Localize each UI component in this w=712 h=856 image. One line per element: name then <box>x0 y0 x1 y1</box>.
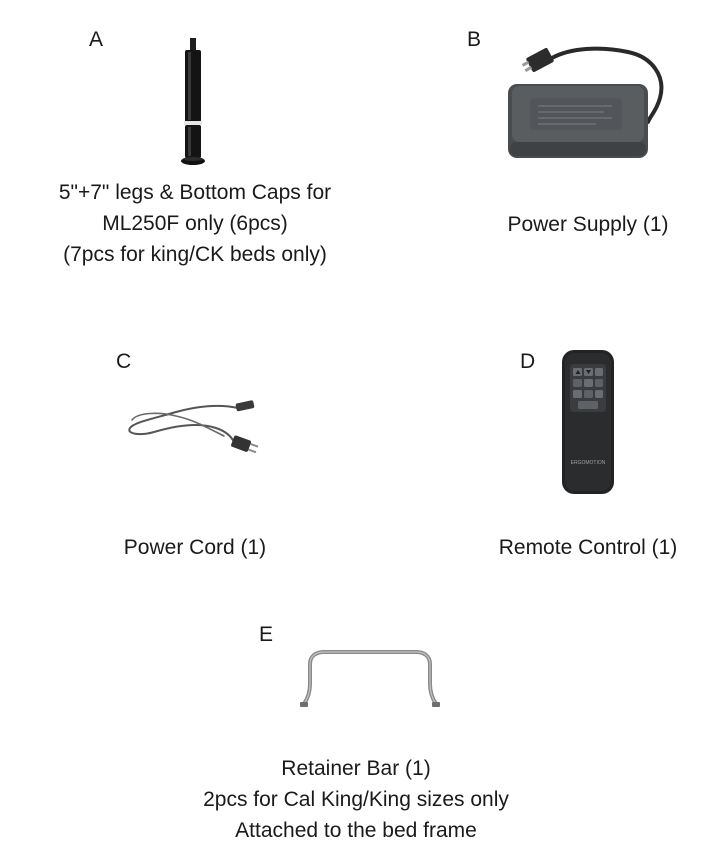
caption-line: ML250F only (6pcs) <box>102 212 288 235</box>
caption-line: Attached to the bed frame <box>235 819 477 842</box>
caption-line: Power Cord (1) <box>123 536 267 559</box>
part-caption-b: Power Supply (1) <box>430 209 712 240</box>
caption-line: 2pcs for Cal King/King sizes only <box>203 788 509 811</box>
part-letter-d: D <box>520 350 536 373</box>
remote-brand-text: ERGOMOTION <box>571 460 606 466</box>
power-supply-icon <box>508 46 664 158</box>
caption-line: (7pcs for king/CK beds only) <box>63 243 327 266</box>
part-caption-e: Retainer Bar (1) 2pcs for Cal King/King … <box>176 753 536 846</box>
power-cord-icon <box>128 400 259 454</box>
remote-control-icon: ERGOMOTION <box>562 350 614 494</box>
retainer-bar-icon <box>300 650 440 707</box>
caption-line: Retainer Bar (1) <box>281 757 431 780</box>
caption-line: 5"+7" legs & Bottom Caps for <box>58 181 332 204</box>
part-letter-c: C <box>116 350 132 373</box>
part-caption-a: 5"+7" legs & Bottom Caps for ML250F only… <box>0 177 390 270</box>
part-letter-e: E <box>259 623 274 646</box>
part-caption-c: Power Cord (1) <box>0 532 390 563</box>
part-letter-a: A <box>89 28 104 51</box>
caption-line: Remote Control (1) <box>498 536 678 559</box>
part-caption-d: Remote Control (1) <box>430 532 712 563</box>
caption-line: Power Supply (1) <box>507 213 669 236</box>
leg-icon <box>181 38 205 165</box>
part-letter-b: B <box>467 28 482 51</box>
